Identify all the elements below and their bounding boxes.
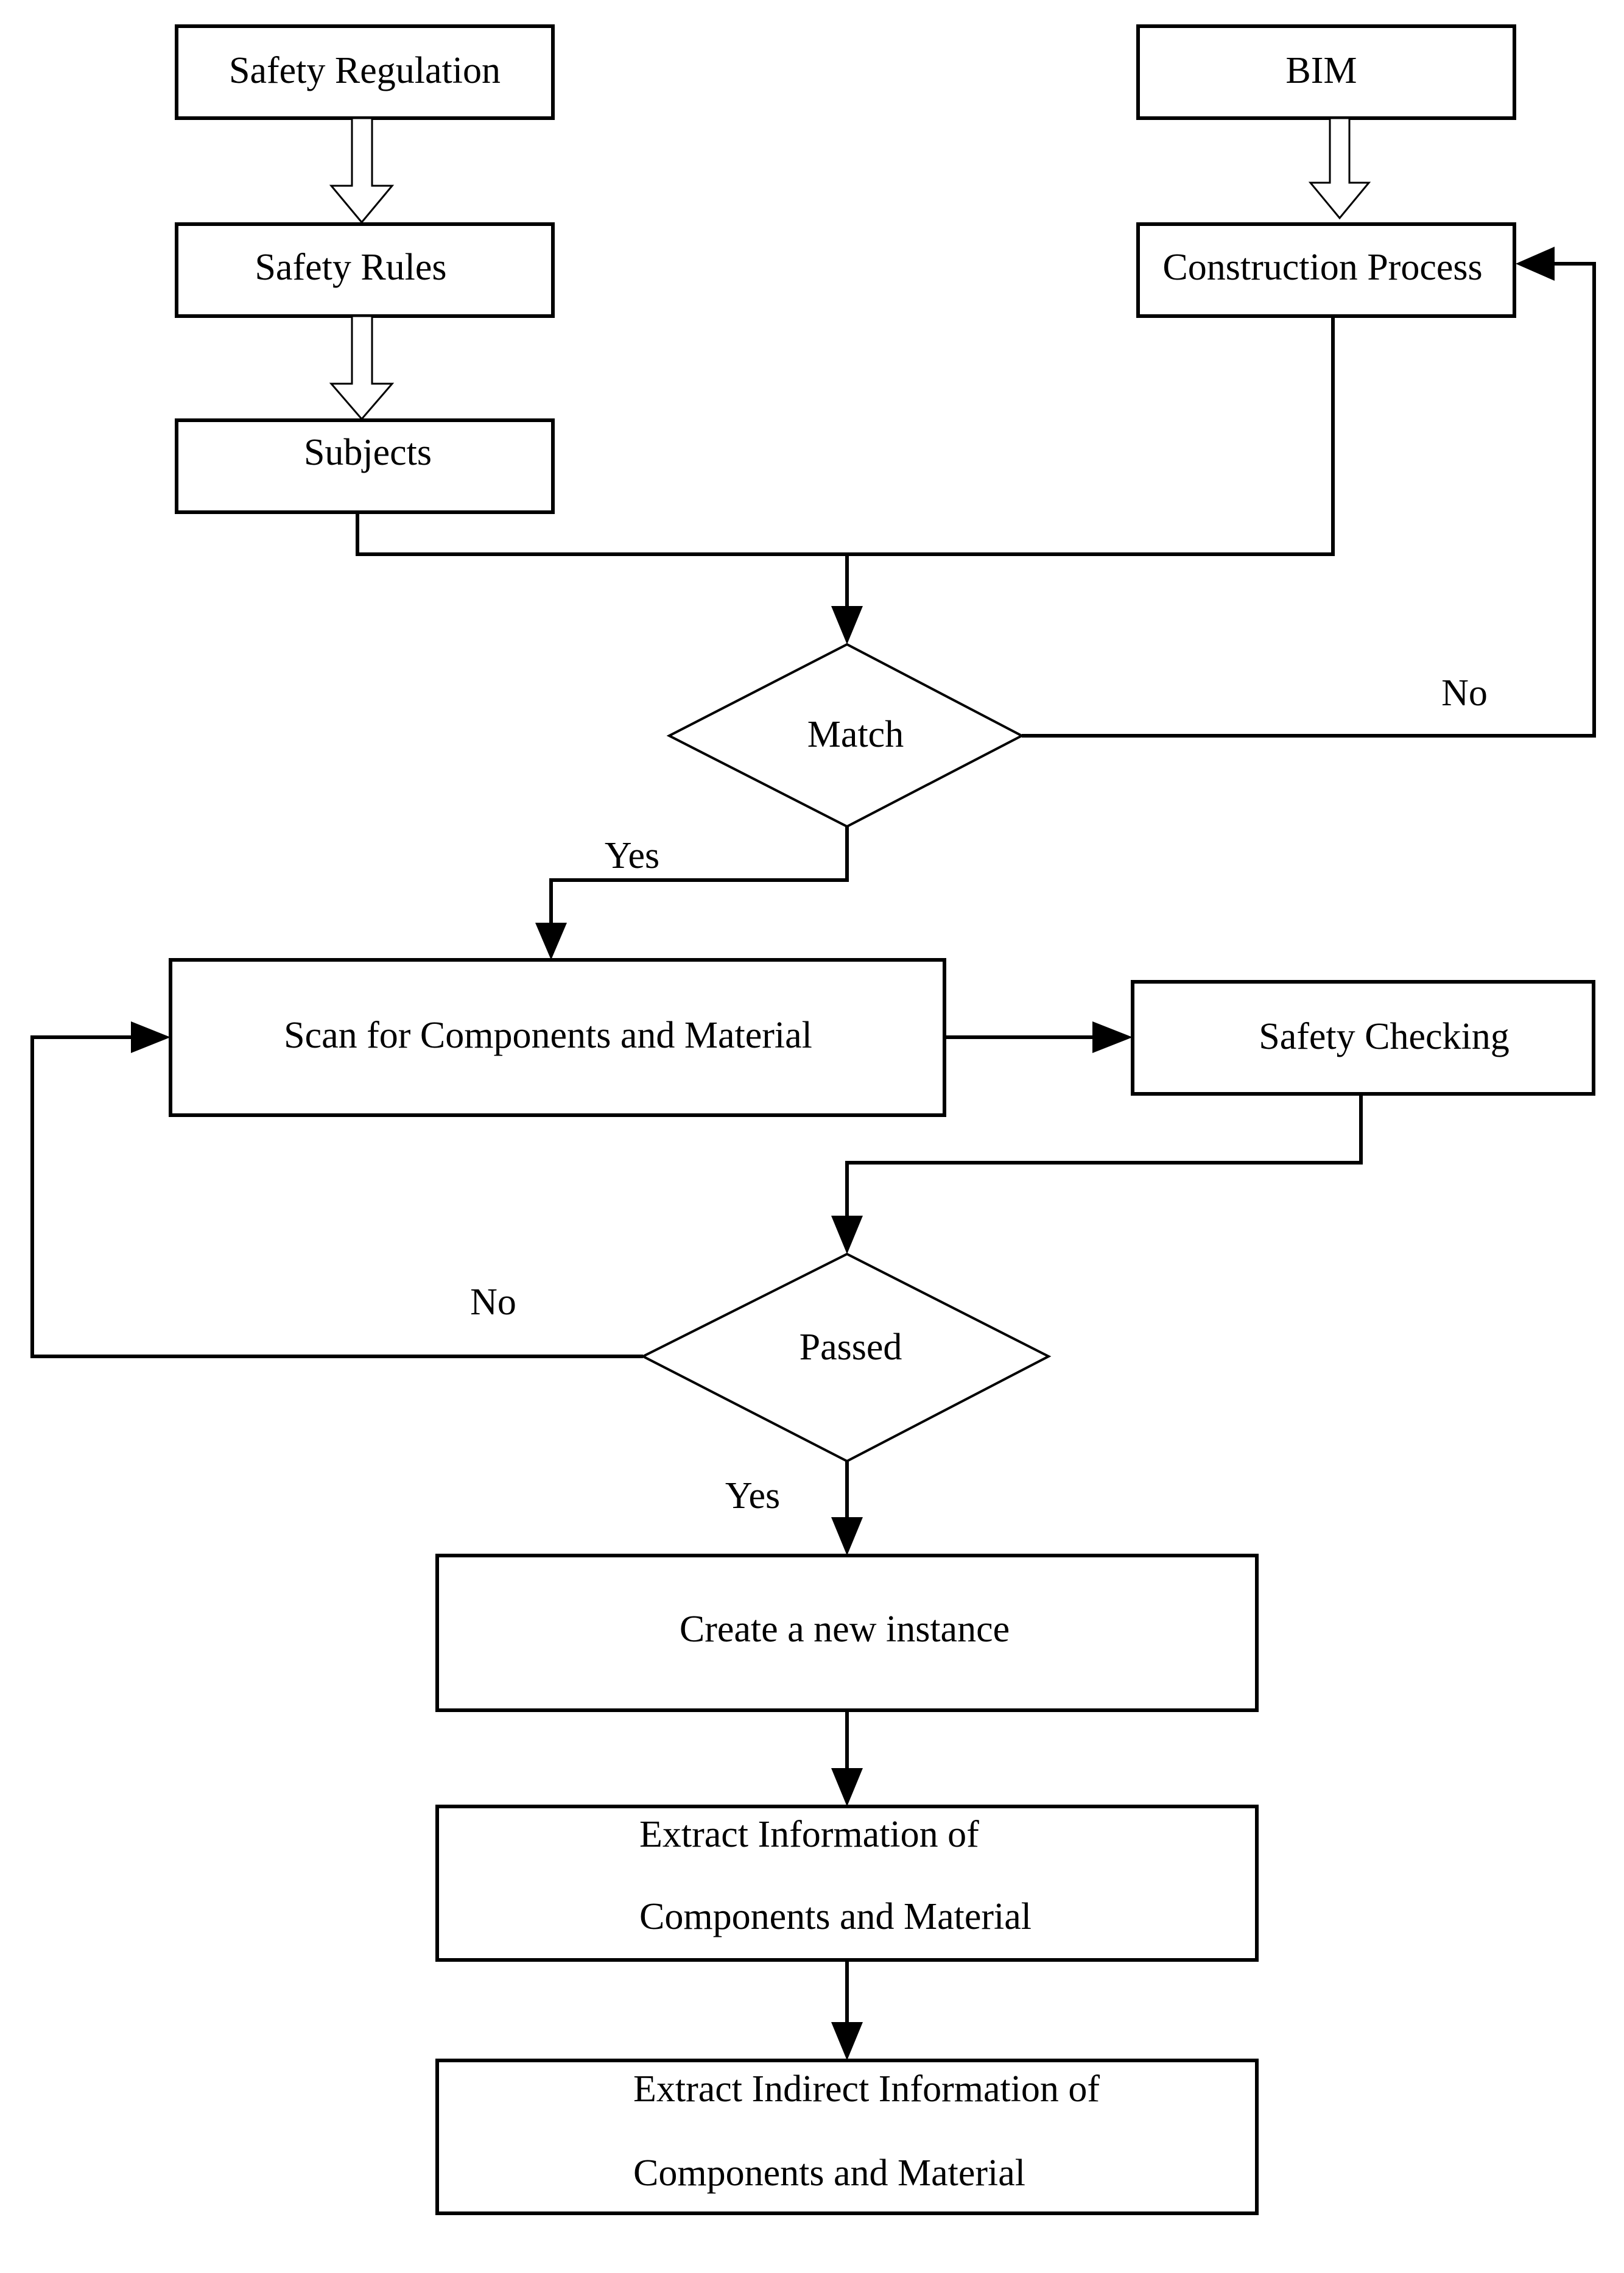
edge-label-passed-no: No xyxy=(470,1281,516,1323)
safety-checking-label: Safety Checking xyxy=(1259,1016,1510,1057)
extract-indirect-label-line1: Extract Indirect Information of xyxy=(633,2068,1100,2110)
extract-indirect-label-line2: Components and Material xyxy=(633,2152,1025,2194)
node-construction-process: Construction Process xyxy=(1136,222,1516,318)
edge-label-passed-yes: Yes xyxy=(725,1475,780,1517)
arrowhead-to-scan-from-no xyxy=(131,1021,170,1053)
arrowhead-to-match xyxy=(831,606,863,644)
node-extract-info: Extract Information of Components and Ma… xyxy=(435,1805,1259,1962)
node-bim: BIM xyxy=(1136,24,1516,120)
match-label: Match xyxy=(807,714,904,755)
arrowhead-to-passed xyxy=(831,1216,863,1254)
connector-passed-no-loop xyxy=(30,1035,643,1358)
arrowhead-to-safety-checking xyxy=(1092,1021,1133,1053)
node-extract-indirect: Extract Indirect Information of Componen… xyxy=(435,2059,1259,2215)
edge-label-match-yes: Yes xyxy=(605,835,659,876)
node-subjects: Subjects xyxy=(175,418,555,514)
subjects-label: Subjects xyxy=(304,432,432,473)
decision-match: Match xyxy=(666,643,1025,828)
connector-match-no-loop xyxy=(1022,262,1596,738)
arrowhead-to-extract-info xyxy=(831,1768,863,1806)
bim-label: BIM xyxy=(1285,50,1357,91)
arrowhead-to-create-instance xyxy=(831,1517,863,1556)
connector-match-yes xyxy=(549,826,849,927)
node-safety-regulation: Safety Regulation xyxy=(175,24,555,120)
safety-regulation-label: Safety Regulation xyxy=(229,50,501,91)
hollow-arrow-rules-to-subjects xyxy=(329,315,395,421)
hollow-arrow-regulation-to-rules xyxy=(329,117,395,224)
construction-process-label: Construction Process xyxy=(1162,247,1482,288)
edge-label-match-no: No xyxy=(1441,672,1488,714)
arrowhead-to-construction-process xyxy=(1516,247,1555,281)
safety-rules-label: Safety Rules xyxy=(255,247,446,288)
extract-info-label-line2: Components and Material xyxy=(639,1896,1032,1937)
node-safety-rules: Safety Rules xyxy=(175,222,555,318)
decision-passed: Passed xyxy=(640,1252,1052,1463)
arrowhead-to-scan-from-yes xyxy=(535,923,567,960)
arrowhead-to-extract-indirect xyxy=(831,2022,863,2060)
create-instance-label: Create a new instance xyxy=(680,1609,1010,1650)
scan-label: Scan for Components and Material xyxy=(284,1015,812,1056)
passed-label: Passed xyxy=(800,1327,902,1368)
hollow-arrow-bim-to-process xyxy=(1308,117,1371,220)
node-scan: Scan for Components and Material xyxy=(169,958,946,1117)
node-safety-checking: Safety Checking xyxy=(1131,980,1595,1096)
node-create-instance: Create a new instance xyxy=(435,1554,1259,1712)
extract-info-label-line1: Extract Information of xyxy=(639,1814,979,1855)
connector-checking-to-passed xyxy=(845,1094,1363,1218)
